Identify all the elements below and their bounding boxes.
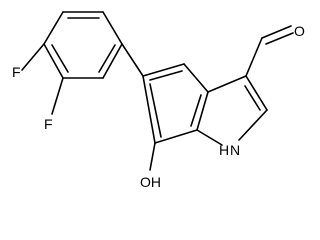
bond-pyrrole-b-inner — [244, 85, 261, 111]
bond-ring1-e — [43, 43, 64, 79]
bond-ring2-e — [142, 75, 156, 144]
atom-oh: OH — [140, 174, 161, 190]
bond-ring1-c — [102, 43, 123, 79]
bond-ring1-f — [43, 11, 64, 45]
bond-ring2-d — [154, 129, 198, 144]
bond-ring1-c-inner — [98, 44, 116, 73]
bond-pyrrole-c — [238, 109, 268, 141]
atom-f-top: F — [12, 64, 21, 80]
bond-pyrrole-d — [196, 129, 223, 146]
bond-cho-o-a — [261, 25, 292, 39]
bond-cho-o-b — [265, 32, 294, 45]
bond-cho-c — [245, 37, 263, 77]
structure-canvas: F F O H N OH — [12, 11, 305, 190]
bond-pyrrole-b — [245, 75, 268, 111]
bond-ring2-b — [183, 63, 209, 93]
molecule-drawing: F F O H N OH — [12, 11, 305, 190]
atom-h-indole: H — [219, 142, 229, 158]
bond-ring2-e-inner — [149, 83, 162, 138]
bond-c-oh — [149, 142, 156, 171]
atom-n-indole: N — [230, 142, 240, 158]
bond-pyrrole-a — [207, 75, 247, 93]
atom-f-bottom: F — [44, 116, 53, 132]
bond-ring2-a-inner — [149, 70, 183, 81]
bond-ring1-b — [102, 11, 123, 45]
bond-c-f-bottom — [51, 77, 64, 115]
bond-ring2-c-inner — [190, 94, 202, 127]
bond-ring1-e-inner — [51, 44, 69, 73]
bond-biaryl — [121, 43, 144, 77]
atom-o-aldehyde: O — [294, 23, 305, 39]
bond-c-f-top — [21, 43, 45, 71]
bond-ring2-a — [142, 63, 185, 77]
bond-ring2-c — [196, 91, 209, 131]
